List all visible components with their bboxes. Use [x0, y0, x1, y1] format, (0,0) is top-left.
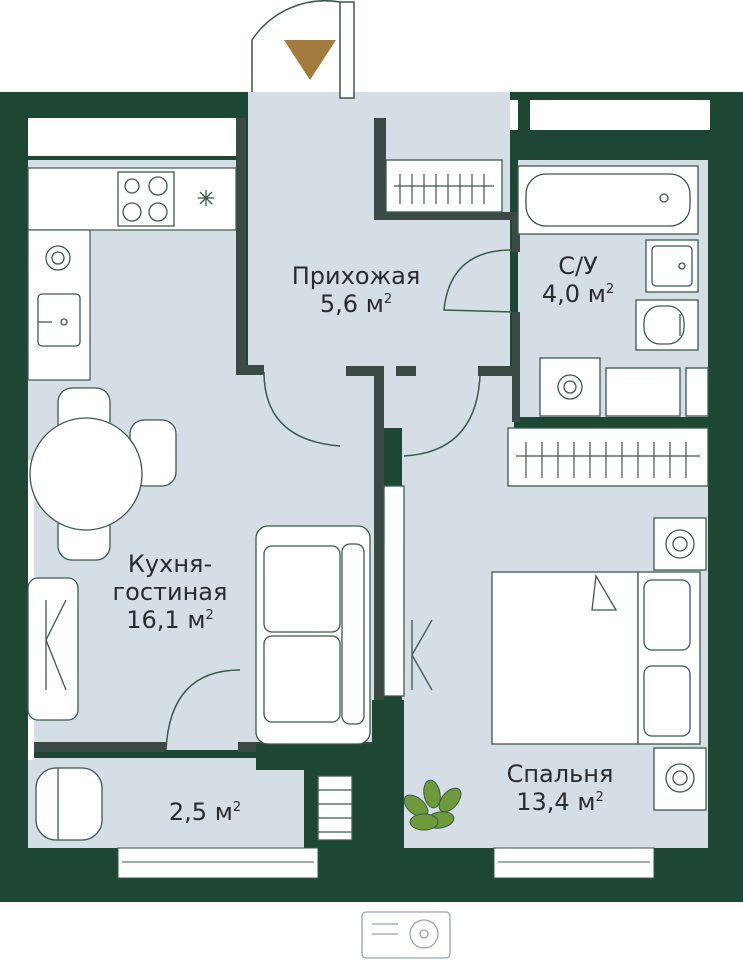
window-top-left: [28, 118, 246, 156]
washing-machine-icon: [539, 357, 601, 417]
door-bedroom: [403, 375, 481, 457]
room-label-hall: Прихожая 5,6 м2: [256, 262, 456, 318]
area-value: 4,0 м: [541, 280, 606, 308]
entrance-door: [251, 0, 341, 92]
room-label-bedroom: Спальня 13,4 м2: [484, 760, 636, 816]
room-label-balcony: 2,5 м2: [150, 798, 260, 826]
door-kitchen: [263, 371, 341, 447]
area-unit: 2: [205, 608, 214, 623]
air-conditioner-icon: [361, 911, 451, 959]
sofa: [255, 525, 371, 745]
room-area: 13,4 м2: [484, 788, 636, 816]
room-name-2: гостиная: [112, 578, 228, 606]
balcony-chair: [35, 767, 103, 841]
bathtub-icon: [517, 165, 699, 235]
bed: [491, 517, 707, 811]
wall-block: [256, 744, 374, 770]
window-top-far-right: [530, 100, 710, 130]
hob-icon: [117, 171, 175, 227]
tv-cabinet: [27, 577, 79, 721]
shelf-2: [685, 367, 709, 417]
window-bottom-right: [493, 847, 655, 879]
hall-wardrobe: [385, 159, 503, 213]
area-unit: 2: [232, 800, 242, 815]
area-unit: 2: [605, 282, 615, 297]
kitchen-counter: [27, 167, 237, 231]
balcony-shelf: [317, 775, 353, 841]
room-name: Прихожая: [291, 262, 421, 290]
hood-icon: [198, 190, 214, 206]
door-bathroom: [443, 249, 513, 313]
room-name: Кухня-: [127, 550, 213, 578]
shelf: [605, 367, 681, 417]
wall-block-2: [372, 700, 404, 850]
entrance-arrow-icon: [284, 40, 336, 80]
room-label-bathroom: С/У 4,0 м2: [520, 252, 636, 308]
sink-icon: [37, 293, 81, 347]
plant-icon: [403, 779, 462, 831]
room-area: 16,1 м2: [90, 606, 250, 634]
area-value: 16,1 м: [126, 606, 206, 634]
bedroom-tv: [383, 485, 433, 697]
bedroom-wardrobe: [507, 427, 709, 487]
room-label-kitchen: Кухня- гостиная 16,1 м2: [90, 550, 250, 634]
sink-icon: [645, 239, 699, 293]
area-value: 5,6 м: [319, 290, 384, 318]
room-area: 2,5 м2: [150, 798, 260, 826]
room-name: С/У: [558, 252, 598, 280]
area-unit: 2: [595, 790, 604, 805]
room-name: Спальня: [506, 760, 614, 788]
corridor-floor: [384, 372, 514, 428]
dining-set: [29, 387, 177, 561]
washing-machine-icon: [45, 245, 71, 271]
area-value: 13,4 м: [516, 788, 596, 816]
window-bottom-left: [117, 847, 319, 879]
room-area: 4,0 м2: [520, 280, 636, 308]
area-unit: 2: [383, 292, 393, 307]
door-balcony: [165, 669, 241, 751]
toilet-icon: [635, 299, 699, 351]
room-area: 5,6 м2: [256, 290, 456, 318]
area-value: 2,5 м: [168, 798, 233, 826]
